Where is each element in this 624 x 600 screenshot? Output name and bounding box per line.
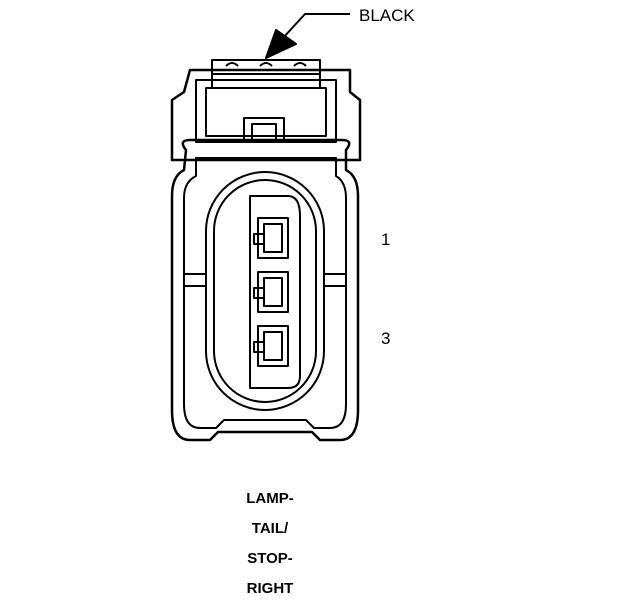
terminal-2 [253,271,289,313]
caption-line-4: RIGHT [246,580,294,597]
wire-color-label: BLACK [359,6,415,25]
pin-label-1: 1 [381,230,391,249]
connector-latch [170,59,362,162]
callout-leader [265,13,350,59]
terminal-3 [253,325,289,367]
caption-line-3: STOP- [247,550,293,567]
caption-line-1: LAMP- [246,490,294,507]
pin-label-3: 3 [381,329,391,348]
terminal-1 [253,217,289,259]
caption-line-2: TAIL/ [251,520,289,537]
